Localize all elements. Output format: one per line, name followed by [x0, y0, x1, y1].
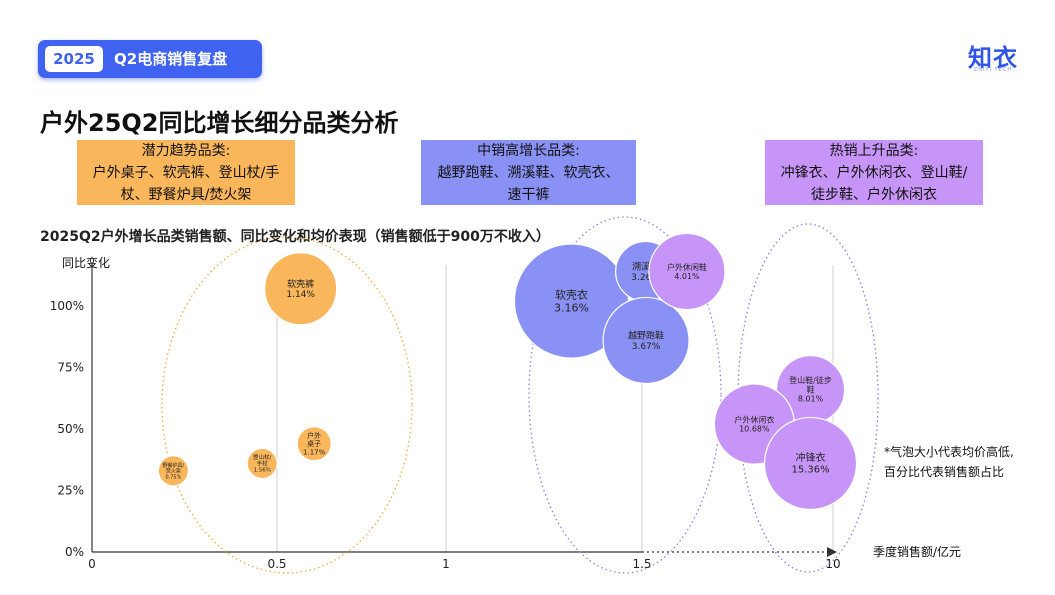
bubble-label: 冲锋衣 [796, 451, 826, 464]
bubble-label: 3.16% [554, 301, 589, 314]
y-tick-label: 100% [50, 299, 84, 313]
bubble-label: 4.01% [674, 272, 700, 281]
x-axis-label: 季度销售额/亿元 [873, 545, 962, 559]
bubble-label: 户外休闲衣 [734, 414, 774, 424]
bubble-label: 3.67% [632, 342, 661, 352]
bubble-label: 手杖 [257, 459, 269, 467]
bubble-label: 10.68% [739, 424, 770, 433]
bubble-label: 户外休闲鞋 [667, 262, 707, 272]
category-box-potential: 潜力趋势品类: 户外桌子、软壳裤、登山杖/手杖、野餐炉具/焚火架 [77, 140, 295, 205]
x-tick-label: 10 [825, 557, 840, 571]
badge-title: Q2电商销售复盘 [114, 50, 228, 68]
bubble [264, 252, 338, 326]
bubble-label: 1.14% [286, 290, 315, 300]
note-line: *气泡大小代表均价高低, [884, 445, 1014, 459]
bubble-label: 登山鞋/徒步 [789, 375, 832, 385]
x-tick-label: 0 [88, 557, 96, 571]
report-badge: 2025 Q2电商销售复盘 [38, 40, 262, 78]
bubble [602, 296, 690, 385]
x-tick-label: 1.5 [632, 557, 651, 571]
bubble-label: 登山杖/ [253, 453, 272, 461]
logo-text: 知衣 [968, 44, 1018, 72]
bubble [648, 232, 726, 311]
bubble-label: 软壳裤 [287, 278, 314, 290]
page-title: 户外25Q2同比增长细分品类分析 [40, 109, 399, 137]
bubble-label: 0.75% [165, 474, 181, 480]
y-tick-label: 0% [65, 545, 84, 559]
bubble-label: 鞋 [807, 384, 815, 394]
y-axis-label: 同比变化 [62, 256, 111, 270]
group-ellipse-potential [161, 236, 413, 574]
category-box-growth: 中销高增长品类: 越野跑鞋、溯溪鞋、软壳衣、速干裤 [421, 140, 636, 205]
bubble-label: 焚火架 [166, 469, 181, 475]
bubble-label: 软壳衣 [555, 288, 588, 302]
x-axis-arrow [827, 547, 837, 557]
category-box-body: 越野跑鞋、溯溪鞋、软壳衣、速干裤 [437, 165, 620, 203]
group-ellipse-growth [528, 216, 722, 574]
category-box-body: 户外桌子、软壳裤、登山杖/手杖、野餐炉具/焚火架 [92, 165, 280, 203]
category-box-title: 热销上升品类: [829, 143, 919, 159]
category-box-body: 冲锋衣、户外休闲衣、登山鞋/徒步鞋、户外休闲衣 [780, 165, 968, 203]
bubble [296, 426, 332, 462]
x-tick-label: 0.5 [267, 557, 286, 571]
y-tick-label: 25% [57, 484, 84, 498]
category-box-hot: 热销上升品类: 冲锋衣、户外休闲衣、登山鞋/徒步鞋、户外休闲衣 [765, 140, 983, 205]
chart-note: *气泡大小代表均价高低, 百分比代表销售额占比 [884, 442, 1014, 482]
y-tick-label: 75% [57, 361, 84, 375]
bubble [763, 416, 858, 511]
bubble-label: 野餐炉具/ [163, 462, 185, 469]
category-box-title: 中销高增长品类: [477, 143, 580, 159]
bubble-label: 3.26% [631, 273, 660, 283]
category-box-title: 潜力趋势品类: [141, 143, 231, 159]
bubble [246, 447, 278, 480]
badge-year: 2025 [45, 46, 103, 72]
chart-title: 2025Q2户外增长品类销售额、同比变化和均价表现（销售额低于900万不收入） [40, 229, 550, 245]
bubble-label: 户外 [307, 431, 321, 440]
bubble-label: 1.17% [303, 448, 326, 456]
brand-logo: 知衣 ZHIYI TECH [963, 38, 1023, 78]
bubble-label: 越野跑鞋 [628, 329, 664, 341]
bubble-label: 15.36% [791, 465, 829, 476]
logo-subtext: ZHIYI TECH [973, 67, 1013, 73]
bubble [157, 455, 189, 487]
bubble-label: 桌子 [307, 439, 321, 448]
note-line: 百分比代表销售额占比 [884, 465, 1005, 479]
x-tick-label: 1 [442, 557, 450, 571]
bubble-label: 1.56% [253, 468, 270, 474]
bubble-label: 8.01% [798, 395, 824, 404]
y-tick-label: 50% [57, 422, 84, 436]
